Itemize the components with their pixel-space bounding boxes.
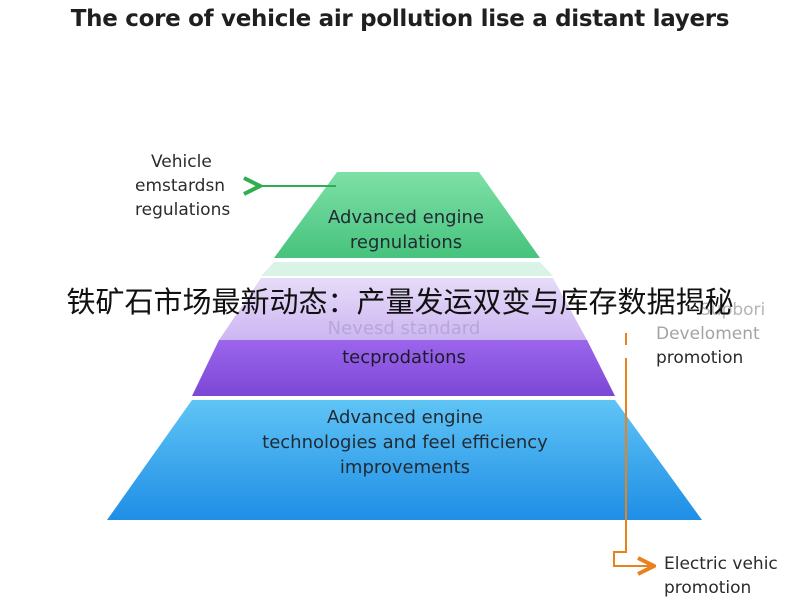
layer-top-label: Advanced engine regnulations <box>290 205 522 255</box>
layer-middle-line-1: Nevesd standard <box>327 318 481 339</box>
pyramid-layer-middle <box>192 340 615 396</box>
left-annotation-line-3: regulations <box>135 200 231 220</box>
right-annotation-top-line-2: Develoment <box>656 324 760 344</box>
diagram-title: The core of vehicle air pollution lise a… <box>70 6 730 32</box>
pyramid-layer-bottom <box>107 400 702 520</box>
left-annotation-line-2: emstardsn <box>135 176 226 196</box>
left-annotation: Vehicle emstardsn regulations <box>135 150 230 222</box>
left-annotation-line-1: Vehicle <box>151 152 212 172</box>
right-annotation-top-line-1: Supbori <box>700 300 766 320</box>
right-connector-bottom <box>613 358 652 566</box>
right-annotation-bottom-line-1: Electric vehic <box>664 554 778 574</box>
pyramid-separator-band <box>261 262 553 276</box>
layer-bottom-line-1: Advanced engine <box>326 407 484 428</box>
layer-top-line-1: Advanced engine <box>327 207 485 228</box>
right-annotation-bottom-line-2: promotion <box>664 578 752 598</box>
overlay-caption: 铁矿石市场最新动态：产量发运双变与库存数据揭秘 <box>66 285 734 319</box>
layer-middle-label: Nevesd standard tecprodations <box>250 316 558 370</box>
right-annotation-bottom: Electric vehic promotion <box>664 552 800 600</box>
pyramid-layer-middle-light <box>219 278 587 340</box>
right-annotation-top: Supbori Develoment promotion <box>656 298 800 370</box>
right-annotation-top-line-3: promotion <box>656 348 744 368</box>
pyramid-layer-top <box>274 172 540 258</box>
layer-middle-line-2: tecprodations <box>342 347 466 368</box>
layer-top-line-2: regnulations <box>349 232 463 253</box>
layer-bottom-line-3: improvements <box>339 457 471 478</box>
layer-bottom-line-2: technologies and feel efficiency <box>262 432 548 453</box>
layer-bottom-label: Advanced engine technologies and feel ef… <box>215 405 595 480</box>
